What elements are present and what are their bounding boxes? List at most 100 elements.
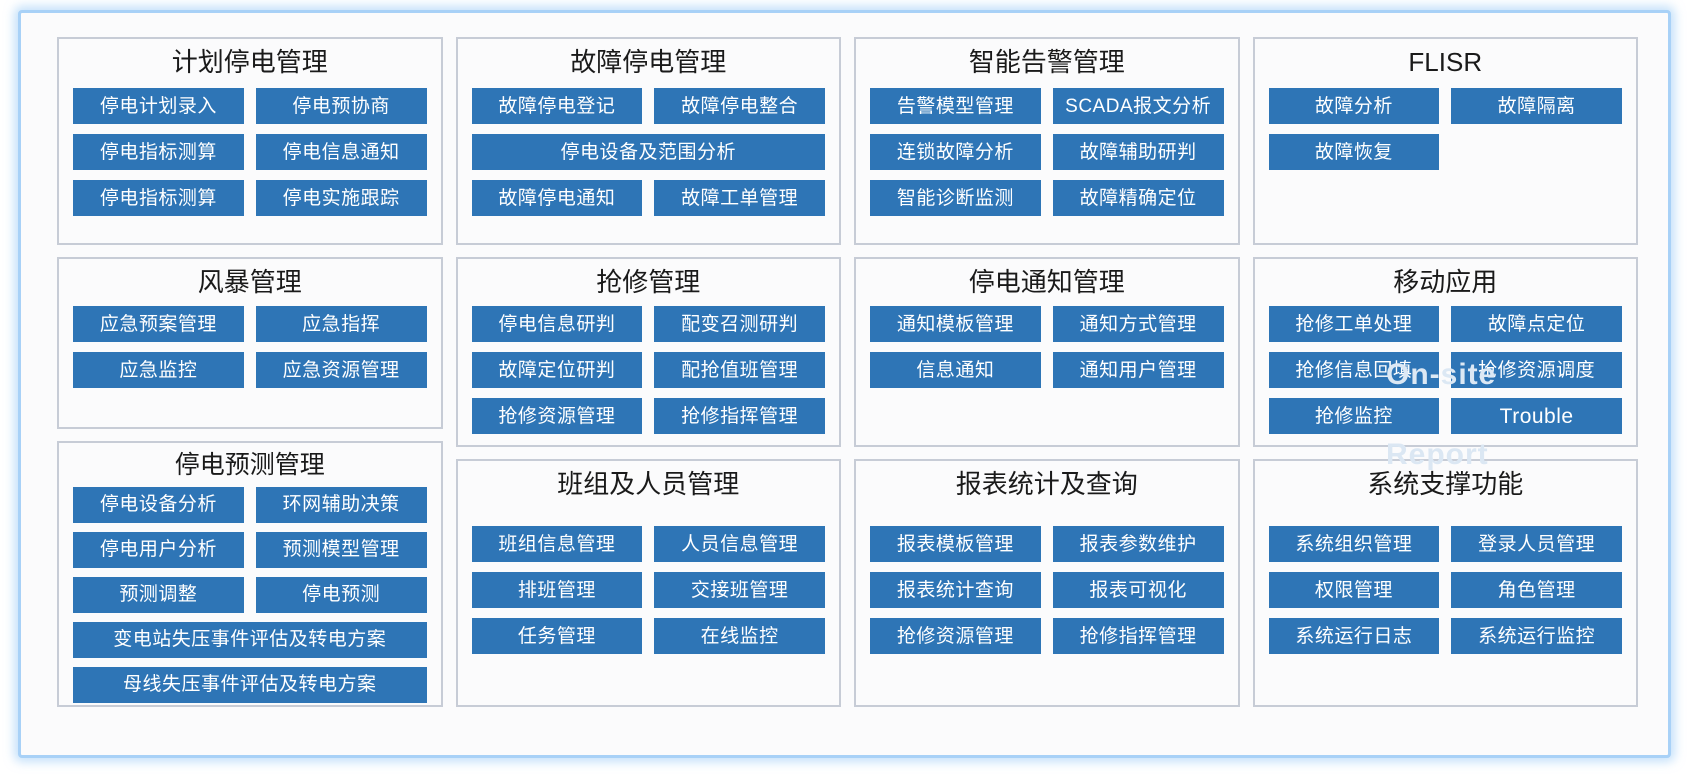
panel-button-list: 停电信息研判 配变召测研判 故障定位研判 配抢值班管理 抢修资源管理 抢修指挥管…: [471, 306, 825, 435]
module-button-fault-outage-registration[interactable]: 故障停电登记: [471, 88, 643, 125]
button-row: 告警模型管理 SCADA报文分析: [870, 88, 1224, 125]
module-button-team-info-management[interactable]: 班组信息管理: [471, 526, 643, 563]
panel-storm-management[interactable]: 风暴管理 应急预案管理 应急指挥 应急监控 应急资源管理: [57, 257, 443, 429]
module-button-repair-duty-management[interactable]: 配抢值班管理: [654, 352, 825, 389]
module-button-system-operation-log[interactable]: 系统运行日志: [1268, 618, 1440, 655]
panel-planned-outage-management[interactable]: 计划停电管理 停电计划录入 停电预协商 停电指标测算 停电信息通知 停电指标测算…: [57, 37, 443, 245]
button-row: 报表模板管理 报表参数维护: [870, 526, 1224, 563]
module-button-fault-assisted-judgement[interactable]: 故障辅助研判: [1052, 134, 1224, 171]
module-button-report-parameter-maintenance[interactable]: 报表参数维护: [1052, 526, 1224, 563]
button-row: 停电用户分析 预测模型管理: [73, 531, 427, 568]
module-button-notification-method-management[interactable]: 通知方式管理: [1052, 306, 1224, 343]
module-button-outage-pre-negotiation[interactable]: 停电预协商: [255, 88, 427, 125]
module-button-outage-plan-entry[interactable]: 停电计划录入: [73, 88, 244, 125]
button-row: 系统组织管理 登录人员管理: [1268, 526, 1622, 563]
module-button-repair-monitoring[interactable]: 抢修监控: [1268, 398, 1440, 435]
button-row: 应急预案管理 应急指挥: [73, 306, 427, 343]
module-button-ring-network-assisted-decision[interactable]: 环网辅助决策: [255, 486, 427, 523]
module-button-shift-handover-management[interactable]: 交接班管理: [654, 572, 825, 609]
panel-outage-notification-management[interactable]: 停电通知管理 通知模板管理 通知方式管理 信息通知 通知用户管理: [854, 257, 1240, 447]
module-button-fault-outage-notification[interactable]: 故障停电通知: [471, 180, 643, 217]
module-button-fault-location-judgement[interactable]: 故障定位研判: [471, 352, 643, 389]
module-button-repair-resource-dispatch[interactable]: 抢修资源调度: [1451, 352, 1622, 389]
module-button-precise-fault-location[interactable]: 故障精确定位: [1052, 180, 1224, 217]
panel-title: 报表统计及查询: [955, 469, 1138, 499]
module-button-emergency-monitoring[interactable]: 应急监控: [73, 352, 244, 389]
button-row: 信息通知 通知用户管理: [870, 352, 1224, 389]
panel-flisr[interactable]: FLISR 故障分析 故障隔离 故障恢复: [1252, 37, 1638, 245]
module-button-repair-info-backfill[interactable]: 抢修信息回填: [1268, 352, 1440, 389]
button-row: 抢修资源管理 抢修指挥管理: [870, 618, 1224, 655]
module-button-system-organization-management[interactable]: 系统组织管理: [1268, 526, 1440, 563]
module-button-trouble[interactable]: Trouble: [1451, 398, 1622, 435]
module-button-cascading-fault-analysis[interactable]: 连锁故障分析: [870, 134, 1041, 171]
button-row: 故障定位研判 配抢值班管理: [471, 352, 825, 389]
panel-intelligent-alarm-management[interactable]: 智能告警管理 告警模型管理 SCADA报文分析 连锁故障分析 故障辅助研判 智能…: [854, 37, 1240, 245]
button-row: 系统运行日志 系统运行监控: [1268, 618, 1622, 655]
module-button-report-repair-resource-management[interactable]: 抢修资源管理: [870, 618, 1041, 655]
module-button-repair-resource-management[interactable]: 抢修资源管理: [471, 398, 643, 435]
button-row: 智能诊断监测 故障精确定位: [870, 180, 1224, 217]
module-button-fault-analysis[interactable]: 故障分析: [1268, 88, 1440, 125]
module-button-outage-equipment-analysis[interactable]: 停电设备分析: [73, 486, 244, 523]
module-button-forecast-model-management[interactable]: 预测模型管理: [255, 531, 427, 568]
module-button-report-template-management[interactable]: 报表模板管理: [870, 526, 1041, 563]
module-button-outage-info-notification[interactable]: 停电信息通知: [255, 134, 427, 171]
module-button-report-repair-command-management[interactable]: 抢修指挥管理: [1052, 618, 1224, 655]
module-button-permission-management[interactable]: 权限管理: [1268, 572, 1440, 609]
module-button-busbar-voltage-loss-assessment[interactable]: 母线失压事件评估及转电方案: [73, 666, 427, 703]
panel-fault-outage-management[interactable]: 故障停电管理 故障停电登记 故障停电整合 停电设备及范围分析 故障停电通知 故障…: [455, 37, 841, 245]
module-button-emergency-plan-management[interactable]: 应急预案管理: [73, 306, 244, 343]
module-button-forecast-adjustment[interactable]: 预测调整: [73, 576, 244, 613]
module-button-outage-index-calculation-2[interactable]: 停电指标测算: [73, 180, 244, 217]
button-row: 预测调整 停电预测: [73, 576, 427, 613]
module-button-repair-command-management[interactable]: 抢修指挥管理: [654, 398, 825, 435]
module-button-outage-index-calculation-1[interactable]: 停电指标测算: [73, 134, 244, 171]
module-button-report-statistics-query[interactable]: 报表统计查询: [870, 572, 1041, 609]
panel-outage-forecast-management[interactable]: 停电预测管理 停电设备分析 环网辅助决策 停电用户分析 预测模型管理 预测调整 …: [57, 441, 443, 707]
module-button-online-monitoring[interactable]: 在线监控: [654, 618, 825, 655]
module-button-shift-scheduling-management[interactable]: 排班管理: [471, 572, 643, 609]
panel-emergency-repair-management[interactable]: 抢修管理 停电信息研判 配变召测研判 故障定位研判 配抢值班管理 抢修资源管理 …: [455, 257, 841, 447]
module-button-scada-message-analysis[interactable]: SCADA报文分析: [1052, 88, 1224, 125]
module-button-fault-isolation[interactable]: 故障隔离: [1451, 88, 1622, 125]
module-button-fault-work-order-management[interactable]: 故障工单管理: [654, 180, 825, 217]
module-button-outage-customer-analysis[interactable]: 停电用户分析: [73, 531, 244, 568]
module-button-distribution-transformer-polling-judgement[interactable]: 配变召测研判: [654, 306, 825, 343]
module-button-information-notification[interactable]: 信息通知: [870, 352, 1041, 389]
module-button-notification-user-management[interactable]: 通知用户管理: [1052, 352, 1224, 389]
button-row: 权限管理 角色管理: [1268, 572, 1622, 609]
module-button-repair-work-order-processing[interactable]: 抢修工单处理: [1268, 306, 1440, 343]
module-button-emergency-command[interactable]: 应急指挥: [255, 306, 427, 343]
panel-title: 智能告警管理: [968, 47, 1125, 77]
module-button-outage-implementation-tracking[interactable]: 停电实施跟踪: [255, 180, 427, 217]
module-button-login-personnel-management[interactable]: 登录人员管理: [1451, 526, 1622, 563]
module-button-fault-restoration[interactable]: 故障恢复: [1268, 134, 1440, 171]
module-button-personnel-info-management[interactable]: 人员信息管理: [654, 526, 825, 563]
module-button-report-visualization[interactable]: 报表可视化: [1052, 572, 1224, 609]
panel-title: 停电通知管理: [968, 267, 1125, 297]
panel-team-and-personnel-management[interactable]: 班组及人员管理 班组信息管理 人员信息管理 排班管理 交接班管理 任务管理 在线…: [455, 459, 841, 707]
panel-report-statistics-and-query[interactable]: 报表统计及查询 报表模板管理 报表参数维护 报表统计查询 报表可视化 抢修资源管…: [854, 459, 1240, 707]
module-button-role-management[interactable]: 角色管理: [1451, 572, 1622, 609]
module-button-outage-forecast[interactable]: 停电预测: [255, 576, 427, 613]
button-row: 应急监控 应急资源管理: [73, 352, 427, 389]
panel-button-list: 报表模板管理 报表参数维护 报表统计查询 报表可视化 抢修资源管理 抢修指挥管理: [870, 526, 1224, 655]
panel-mobile-application[interactable]: 移动应用 抢修工单处理 故障点定位 抢修信息回填 抢修资源调度 抢修监控 Tro…: [1252, 257, 1638, 447]
module-button-emergency-resource-management[interactable]: 应急资源管理: [255, 352, 427, 389]
module-button-task-management[interactable]: 任务管理: [471, 618, 643, 655]
panel-system-support-functions[interactable]: 系统支撑功能 系统组织管理 登录人员管理 权限管理 角色管理 系统运行日志 系统…: [1252, 459, 1638, 707]
module-button-substation-voltage-loss-assessment[interactable]: 变电站失压事件评估及转电方案: [73, 621, 427, 658]
module-button-system-operation-monitoring[interactable]: 系统运行监控: [1451, 618, 1622, 655]
module-button-intelligent-diagnosis-monitoring[interactable]: 智能诊断监测: [870, 180, 1041, 217]
module-button-fault-outage-consolidation[interactable]: 故障停电整合: [654, 88, 825, 125]
button-row: 抢修信息回填 抢修资源调度: [1268, 352, 1622, 389]
panel-title: 抢修管理: [596, 267, 701, 297]
module-button-outage-information-judgement[interactable]: 停电信息研判: [471, 306, 643, 343]
module-button-fault-point-location[interactable]: 故障点定位: [1451, 306, 1622, 343]
module-button-alarm-model-management[interactable]: 告警模型管理: [870, 88, 1041, 125]
module-button-outage-equipment-scope-analysis[interactable]: 停电设备及范围分析: [471, 134, 825, 171]
panel-button-list: 故障停电登记 故障停电整合 停电设备及范围分析 故障停电通知 故障工单管理: [471, 88, 825, 217]
module-button-notification-template-management[interactable]: 通知模板管理: [870, 306, 1041, 343]
button-row: 停电计划录入 停电预协商: [73, 88, 427, 125]
